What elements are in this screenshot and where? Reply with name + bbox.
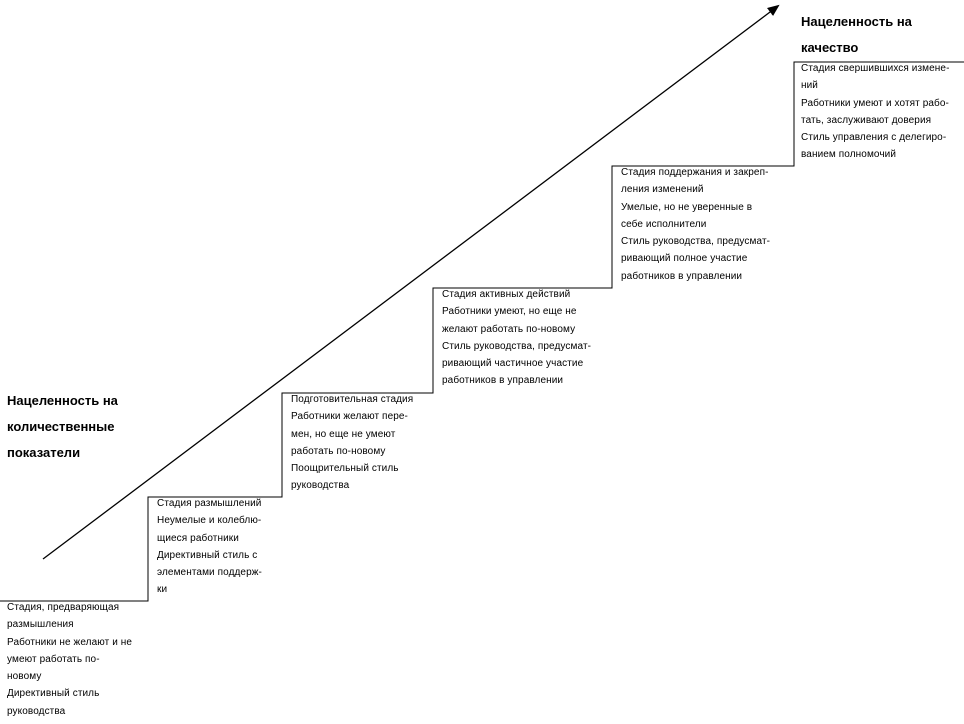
step-2-contemplation: Стадия размышлений Неумелые и колеблю- щ… [157, 495, 262, 599]
step-5-maintenance: Стадия поддержания и закреп- ления измен… [621, 164, 770, 285]
step-5-line: Стадия поддержания и закреп- [621, 167, 769, 178]
step-2-line: элементами поддерж- [157, 567, 262, 579]
step-2-line: Директивный стиль с [157, 549, 258, 561]
step-6-line: ванием полномочий [801, 149, 897, 161]
step-1-line: умеют работать по- [7, 653, 100, 665]
step-1-pre-contemplation: Стадия, предваряющая размышления Работни… [7, 599, 132, 720]
step-6-line: Работники умеют и хотят рабо- [801, 97, 949, 109]
step-1-line: руководства [7, 705, 66, 717]
step-1-line: Работники не желают и не [7, 636, 133, 648]
step-1-line: Директивный стиль [7, 688, 100, 700]
step-3-preparation: Подготовительная стадия Работники желают… [291, 391, 413, 495]
step-5-line: работников в управлении [621, 270, 743, 282]
heading-quality-focus: Нацеленность на качество [801, 14, 912, 55]
step-6-line: Стиль управления с делегиро- [801, 132, 947, 144]
step-5-line: ления изменений [621, 184, 704, 196]
step-2-line: Неумелые и колеблю- [157, 515, 262, 527]
step-3-line: руководства [291, 480, 350, 492]
step-4-line: работников в управлении [442, 375, 564, 387]
step-3-line: работать по-новому [291, 445, 386, 457]
step-6-completed-change: Стадия свершившихся измене- ний Работник… [801, 60, 950, 164]
step-1-line: Стадия, предваряющая [7, 602, 120, 613]
step-4-line: Стиль руководства, предусмат- [442, 340, 592, 352]
step-1-line: размышления [7, 619, 74, 631]
step-3-line: Поощрительный стиль [291, 463, 399, 475]
step-5-line: ривающий полное участие [621, 253, 748, 265]
step-6-line: ний [801, 80, 818, 92]
step-6-line: тать, заслуживают доверия [801, 114, 932, 126]
step-2-line: ки [157, 584, 168, 596]
step-5-line: Стиль руководства, предусмат- [621, 236, 771, 248]
step-4-line: желают работать по-новому [442, 323, 576, 335]
step-4-line: Работники умеют, но еще не [442, 306, 577, 318]
step-4-line: ривающий частичное участие [442, 358, 584, 370]
step-5-line: Умелые, но не уверенные в [621, 201, 753, 213]
step-4-action: Стадия активных действий Работники умеют… [442, 286, 591, 390]
step-4-line: Стадия активных действий [442, 289, 571, 300]
step-5-line: себе исполнители [621, 218, 707, 230]
progress-arrow [42, 4, 780, 560]
step-2-line: щиеся работники [157, 532, 239, 544]
step-1-line: новому [7, 671, 42, 683]
step-3-line: Подготовительная стадия [291, 394, 414, 405]
heading-quantity-focus: Нацеленность на количественные показател… [7, 393, 118, 460]
step-6-line: Стадия свершившихся измене- [801, 63, 950, 74]
step-2-line: Стадия размышлений [157, 498, 262, 509]
staircase-line [0, 61, 964, 602]
step-3-line: Работники желают пере- [291, 411, 408, 423]
step-3-line: мен, но еще не умеют [291, 428, 396, 440]
